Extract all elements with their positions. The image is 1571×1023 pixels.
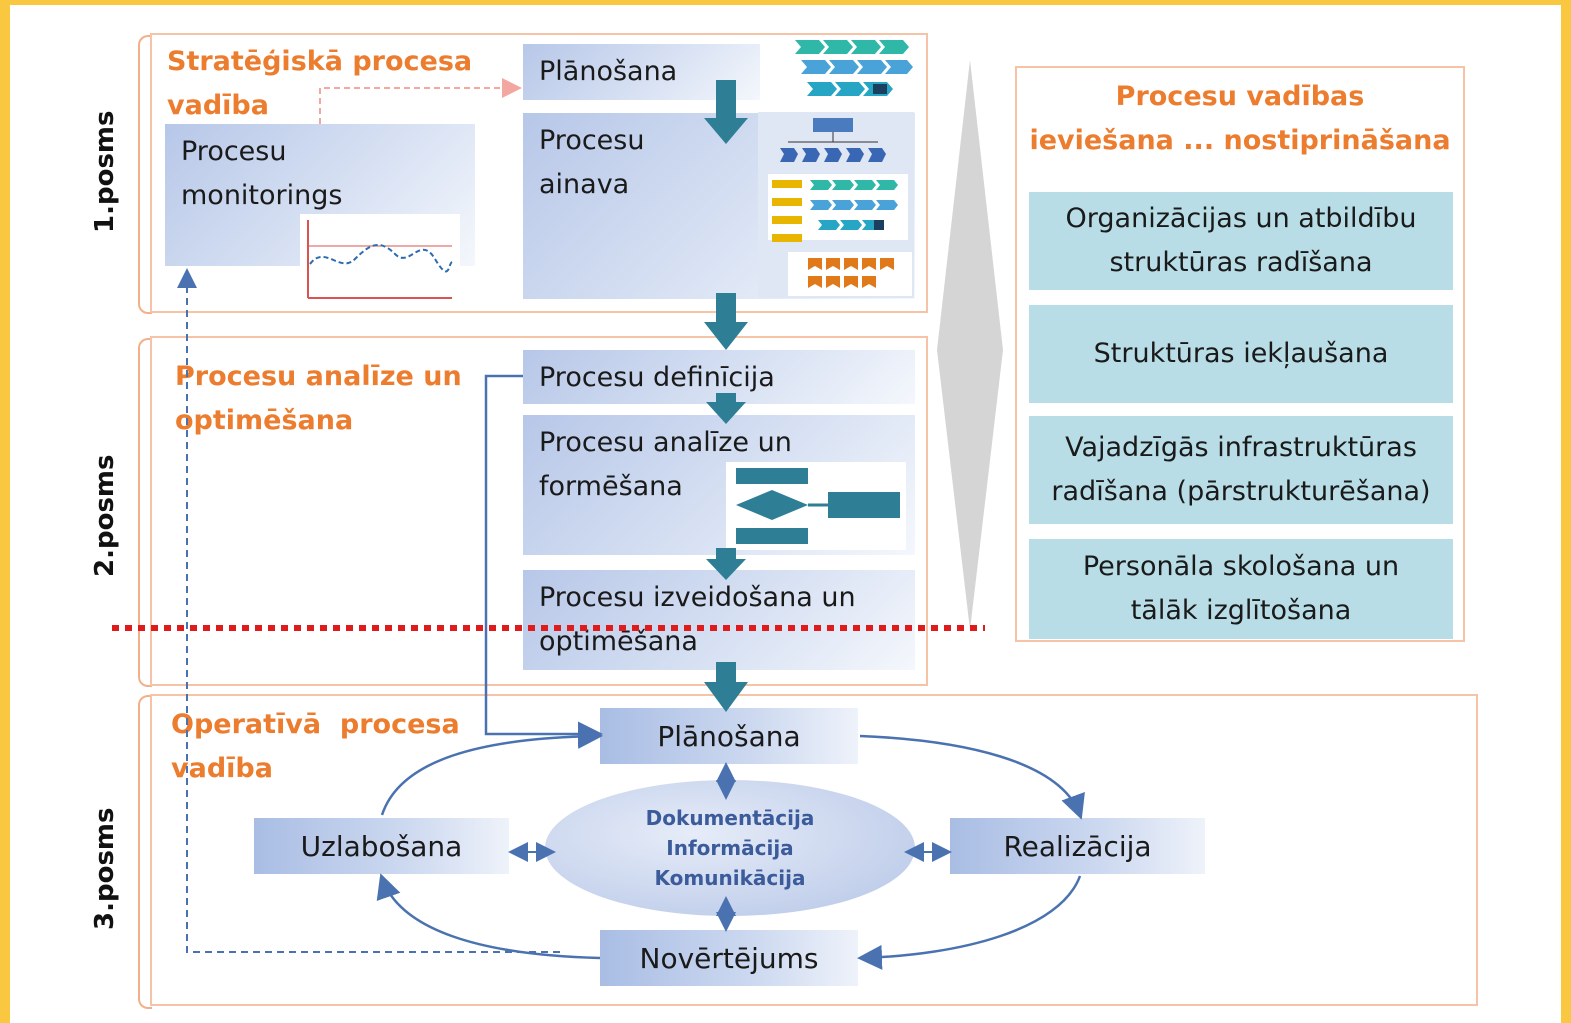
down-arrow-4	[706, 548, 746, 580]
process-chevrons-icon	[795, 38, 913, 102]
evaluation-box: Novērtējums	[600, 930, 858, 986]
down-arrow-2	[704, 293, 748, 350]
process-creation-box: Procesu izveidošana un optimēšana	[523, 570, 915, 670]
stage-bracket-1	[138, 35, 152, 314]
cycle-arrow-improvement-planning	[380, 723, 603, 816]
strategic-dashed-arrow	[319, 78, 522, 124]
cycle-arrow-realization-evaluation	[857, 875, 1082, 970]
feedback-dashed-line	[177, 268, 560, 953]
process-map-icon	[758, 112, 914, 298]
stage-bracket-2	[138, 338, 152, 687]
stage-bracket-3	[138, 695, 152, 1009]
down-arrow-1	[704, 80, 748, 144]
operative-planning-box: Plānošana	[600, 708, 858, 764]
right-item-structure: Struktūras iekļaušana	[1029, 305, 1453, 403]
section-strategic	[150, 33, 928, 313]
strategic-title: Stratēģiskā procesa vadība	[167, 46, 473, 121]
right-panel	[1015, 66, 1465, 642]
operative-title: Operatīvā procesa vadība	[171, 709, 460, 784]
section-operative	[150, 694, 1478, 1006]
realization-box: Realizācija	[950, 818, 1205, 874]
section-analysis	[150, 336, 928, 686]
down-arrow-5	[704, 662, 748, 712]
analysis-title: Procesu analīze un optimēšana	[175, 361, 462, 436]
monitoring-chart-icon	[300, 214, 460, 300]
cycle-arrow-planning-realization	[859, 734, 1085, 820]
definition-to-planning-line	[484, 374, 603, 747]
improvement-box: Uzlabošana	[254, 818, 509, 874]
flowchart-icon	[726, 462, 906, 550]
documentation-ellipse: Dokumentācija Informācija Komunikācija	[545, 780, 915, 916]
cycle-arrow-evaluation-improvement	[376, 873, 601, 960]
down-arrow-3	[706, 393, 746, 424]
divider-diamond	[937, 60, 1003, 630]
right-panel-title: Procesu vadības ieviešana ... nostiprinā…	[1029, 81, 1451, 156]
